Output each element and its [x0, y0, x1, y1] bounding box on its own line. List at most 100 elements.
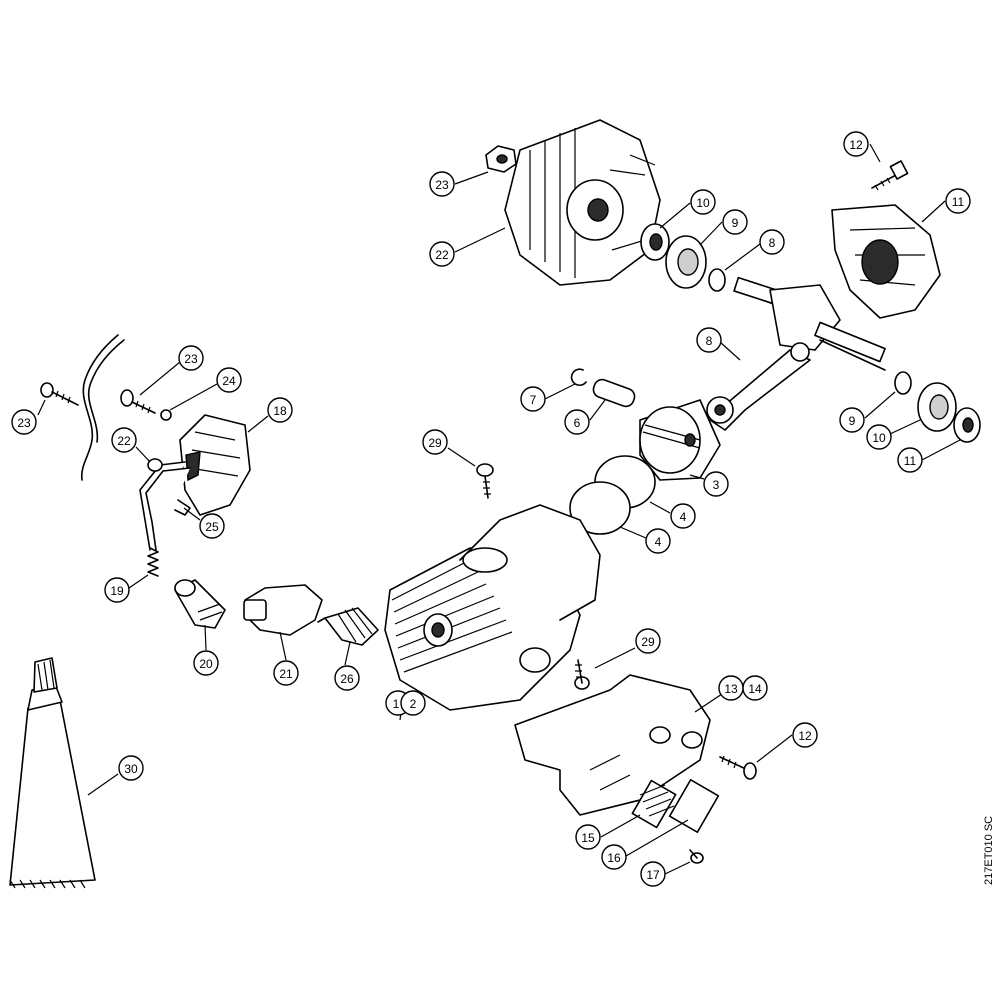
- piston-pin-part: [592, 378, 636, 408]
- screw-29-bottom-part: [574, 659, 590, 690]
- callout-14: 14: [742, 675, 768, 701]
- svg-text:19: 19: [110, 584, 124, 598]
- piston-part: [639, 399, 721, 481]
- bearing-set-top-part: [640, 223, 726, 292]
- callout-30: 30: [118, 755, 144, 781]
- svg-text:10: 10: [696, 196, 710, 210]
- svg-text:12: 12: [798, 729, 812, 743]
- screw-23-right-part: [120, 389, 156, 414]
- callout-8-top: 8: [759, 229, 785, 255]
- callout-12-bottom: 12: [792, 722, 818, 748]
- callout-24: 24: [216, 367, 242, 393]
- circlip-part: [570, 368, 587, 387]
- screw-29-top-part: [476, 463, 494, 499]
- callout-10-top: 10: [690, 189, 716, 215]
- callout-21: 21: [273, 660, 299, 686]
- callout-11: 11: [945, 188, 971, 214]
- screw-17-part: [689, 849, 704, 864]
- callout-2: 2: [400, 690, 426, 716]
- callout-12-top: 12: [843, 131, 869, 157]
- callout-9-top: 9: [722, 209, 748, 235]
- callout-15: 15: [575, 824, 601, 850]
- callout-10-bottom: 11: [897, 447, 923, 473]
- svg-text:13: 13: [724, 682, 738, 696]
- svg-text:3: 3: [713, 478, 720, 492]
- svg-text:15: 15: [581, 831, 595, 845]
- crankcase-half-part: [831, 204, 941, 319]
- svg-text:17: 17: [646, 868, 660, 882]
- svg-text:23: 23: [17, 416, 31, 430]
- callout-19: 19: [104, 577, 130, 603]
- callout-4-bottom: 4: [645, 528, 671, 554]
- svg-text:9: 9: [732, 216, 739, 230]
- callout-20: 20: [193, 650, 219, 676]
- callout-23-top: 23: [178, 345, 204, 371]
- svg-text:2: 2: [410, 697, 417, 711]
- callout-16: 16: [601, 844, 627, 870]
- svg-text:22: 22: [117, 434, 131, 448]
- spring-clip-25-part: [174, 499, 191, 516]
- svg-text:7: 7: [530, 393, 537, 407]
- svg-text:25: 25: [205, 520, 219, 534]
- callout-29-top: 29: [422, 429, 448, 455]
- svg-text:4: 4: [655, 535, 662, 549]
- callout-28: 23: [429, 171, 455, 197]
- svg-text:4: 4: [680, 510, 687, 524]
- svg-text:23: 23: [435, 178, 449, 192]
- svg-text:22: 22: [435, 248, 449, 262]
- svg-text:29: 29: [641, 635, 655, 649]
- callout-22: 22: [111, 427, 137, 453]
- callout-26: 26: [334, 665, 360, 691]
- svg-text:11: 11: [904, 454, 917, 468]
- svg-text:14: 14: [748, 682, 762, 696]
- crankshaft-part: [706, 276, 886, 431]
- grease-tube-part: [9, 657, 96, 889]
- svg-text:24: 24: [222, 374, 236, 388]
- spring-19-part: [147, 547, 159, 577]
- leader-lines: [37, 143, 961, 875]
- callout-8-bottom: 9: [839, 407, 865, 433]
- screw-12-bottom-part: [719, 755, 757, 780]
- svg-text:8: 8: [769, 236, 776, 250]
- boot-cover-part: [243, 584, 323, 636]
- screw-23-left-part: [40, 382, 79, 406]
- svg-text:12: 12: [849, 138, 863, 152]
- callout-17: 17: [640, 861, 666, 887]
- svg-text:9: 9: [849, 414, 856, 428]
- spark-plug-boot-part: [174, 579, 226, 629]
- callout-29-bottom: 29: [635, 628, 661, 654]
- svg-text:6: 6: [574, 416, 581, 430]
- svg-text:23: 23: [184, 352, 198, 366]
- svg-text:20: 20: [199, 657, 213, 671]
- callout-5: 6: [564, 409, 590, 435]
- callout-4-top: 4: [670, 503, 696, 529]
- flywheel-nut-part: [485, 145, 517, 173]
- svg-text:16: 16: [607, 851, 621, 865]
- svg-text:30: 30: [124, 762, 138, 776]
- svg-text:11: 11: [952, 195, 965, 209]
- svg-text:29: 29: [428, 436, 442, 450]
- callout-25: 25: [199, 513, 225, 539]
- screen-cover-part: [668, 779, 720, 833]
- callout-9-bottom: 10: [866, 424, 892, 450]
- callout-27: 22: [429, 241, 455, 267]
- cylinder-part: [384, 504, 601, 711]
- svg-text:21: 21: [279, 667, 293, 681]
- callout-13: 13: [718, 675, 744, 701]
- svg-text:26: 26: [340, 672, 354, 686]
- muffler-part: [514, 674, 711, 816]
- callout-6: 7: [520, 386, 546, 412]
- spark-arrestor-screen-part: [631, 779, 677, 829]
- ignition-lead-part: [80, 334, 125, 481]
- callout-18: 18: [267, 397, 293, 423]
- callout-23-left: 23: [11, 409, 37, 435]
- flywheel-part: [504, 119, 661, 286]
- piston-rings-part: [569, 455, 656, 535]
- bearing-set-bottom-part: [894, 371, 981, 443]
- svg-text:1: 1: [393, 697, 400, 711]
- document-code: 217ET010 SC: [983, 816, 995, 885]
- svg-text:10: 10: [872, 431, 886, 445]
- svg-text:18: 18: [273, 404, 287, 418]
- svg-text:8: 8: [706, 334, 713, 348]
